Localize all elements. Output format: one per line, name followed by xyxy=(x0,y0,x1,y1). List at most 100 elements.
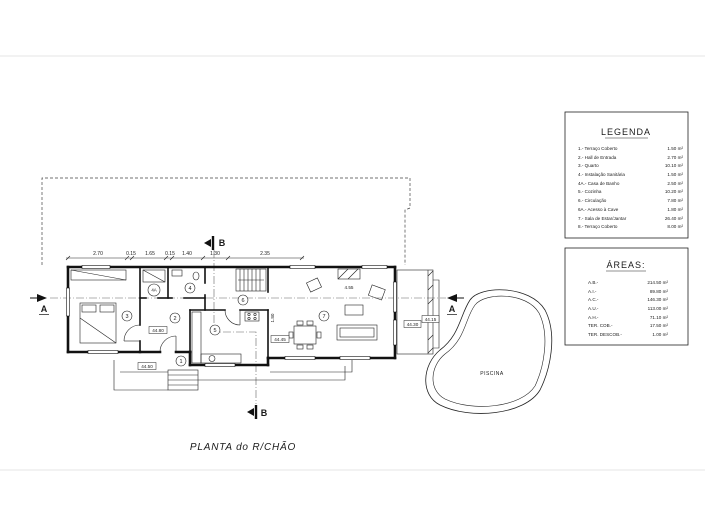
shower-hatch xyxy=(142,269,166,283)
burner xyxy=(253,312,257,316)
terrace-hatch xyxy=(427,347,434,354)
area-label: TER. DESCOB.- xyxy=(588,332,622,337)
legend-item-area: 8.00 m² xyxy=(667,224,683,229)
area-label: TER. COB.- xyxy=(588,323,613,328)
legend-item-area: 10.20 m² xyxy=(665,189,684,194)
kitchen-counter xyxy=(200,353,242,364)
window xyxy=(393,319,397,346)
room-tag-circle xyxy=(209,324,221,336)
section-mark-b-top: B xyxy=(204,236,226,250)
level-label: 44.15 xyxy=(425,317,437,322)
section-line-b xyxy=(213,250,257,404)
area-value: 214.50 m² xyxy=(647,280,668,285)
areas-frame xyxy=(564,247,689,346)
plan-title: PLANTA do R/CHÃO xyxy=(190,440,296,453)
level-label: 44.80 xyxy=(152,328,164,333)
level-marks: 44.80 44.45 44.30 44.15 44.50 xyxy=(137,315,440,370)
swimming-pool: PISCINA xyxy=(425,289,553,414)
dimension-tick xyxy=(200,255,206,261)
dimension-label: 1.30 xyxy=(210,251,220,257)
door-swing xyxy=(224,309,241,326)
windows xyxy=(66,265,397,367)
area-label: A.B.- xyxy=(588,280,599,285)
terrace-hatch xyxy=(427,270,434,277)
armchair xyxy=(306,277,322,293)
dining-chair xyxy=(296,344,304,350)
level-label: 44.50 xyxy=(141,364,153,369)
dimension-tick xyxy=(65,255,71,261)
terrace-hatch xyxy=(427,298,434,305)
window xyxy=(66,287,70,317)
dimension-label: 1.40 xyxy=(182,251,192,257)
room-tag-circle xyxy=(147,283,161,297)
section-mark-a-left: A xyxy=(30,294,49,315)
shower-tray xyxy=(142,269,166,283)
window xyxy=(81,265,111,269)
dining-chair xyxy=(296,320,304,326)
legend-item-area: 2.50 m² xyxy=(667,181,683,186)
cooktop xyxy=(244,311,260,322)
dimension-label: 2.70 xyxy=(93,251,103,257)
dimension-tick xyxy=(169,255,175,261)
legend-item-label: 4A.- Casa de Banho xyxy=(578,181,620,186)
level-label: 44.45 xyxy=(274,337,286,342)
room-tag-circle xyxy=(318,310,330,322)
legend-item-label: 4.- Instalação Sanitária xyxy=(578,172,625,177)
window xyxy=(87,350,119,354)
pillow xyxy=(99,304,115,313)
furniture xyxy=(70,268,386,364)
legend-item-label: 3.- Quarto xyxy=(578,163,599,168)
area-value: 1.00 m² xyxy=(652,332,668,337)
legend-box: LEGENDA 1.- Terraço Coberto 1.50 m² 2.- … xyxy=(564,111,689,239)
fireplace-hatch xyxy=(337,268,349,280)
window xyxy=(204,363,236,367)
kitchen-counter xyxy=(191,311,202,364)
door-swing xyxy=(123,324,141,342)
washbasin xyxy=(171,269,183,277)
upper-floor-outline xyxy=(41,177,411,265)
terrace-door xyxy=(393,281,397,313)
dimension-label: 0.15 xyxy=(165,251,175,257)
legend-item-area: 2.70 m² xyxy=(667,155,683,160)
legend-item-label: 7.- Sala de Estar/Jantar xyxy=(578,216,627,221)
terrace-outline xyxy=(396,269,434,355)
legend-item-area: 26.40 m² xyxy=(665,216,684,221)
sink xyxy=(208,355,216,362)
burner xyxy=(247,316,251,320)
section-letter: B xyxy=(261,408,268,418)
dimension-label: 0.15 xyxy=(126,251,136,257)
dining-table xyxy=(293,325,317,345)
dimension-tick xyxy=(124,255,130,261)
legend-item-area: 1.50 m² xyxy=(667,172,683,177)
terrace-hatch xyxy=(427,284,434,291)
room-tag: 2 xyxy=(173,316,176,322)
dimension-tick xyxy=(129,255,135,261)
level-box xyxy=(403,320,422,328)
section-arrow-head xyxy=(447,294,457,302)
dimension-chain: 2.70 0.15 1.65 0.15 1.40 1.30 2.35 xyxy=(65,251,305,261)
terrace-edge xyxy=(113,360,168,391)
area-value: 89.80 m² xyxy=(650,289,669,294)
section-letter: B xyxy=(219,238,226,248)
room-tag: 4 xyxy=(188,286,191,292)
stair-to-basement xyxy=(235,268,267,292)
bed-sheet xyxy=(79,317,117,344)
room-tag-circle xyxy=(184,282,196,294)
sofa-seat xyxy=(339,327,375,338)
areas-box: ÁREAS: A.B.- 214.50 m² A.I.- 89.80 m² A.… xyxy=(564,247,689,346)
toilet xyxy=(192,271,200,281)
area-value: 71.10 m² xyxy=(650,315,669,320)
dining-chair xyxy=(306,320,314,326)
section-arrow-head xyxy=(204,239,211,247)
area-label: A.H.- xyxy=(588,315,599,320)
wardrobe-hatch xyxy=(70,269,127,281)
terrace-edge xyxy=(198,366,346,381)
legend-frame xyxy=(564,111,689,239)
ground-outlines xyxy=(113,360,353,391)
legend-item-area: 10.10 m² xyxy=(665,163,684,168)
fireplace-hatch xyxy=(347,268,359,280)
interior-walls xyxy=(139,266,269,359)
area-label: A.I.- xyxy=(588,289,597,294)
dimension-tick xyxy=(163,255,169,261)
areas-title: ÁREAS: xyxy=(606,260,645,270)
